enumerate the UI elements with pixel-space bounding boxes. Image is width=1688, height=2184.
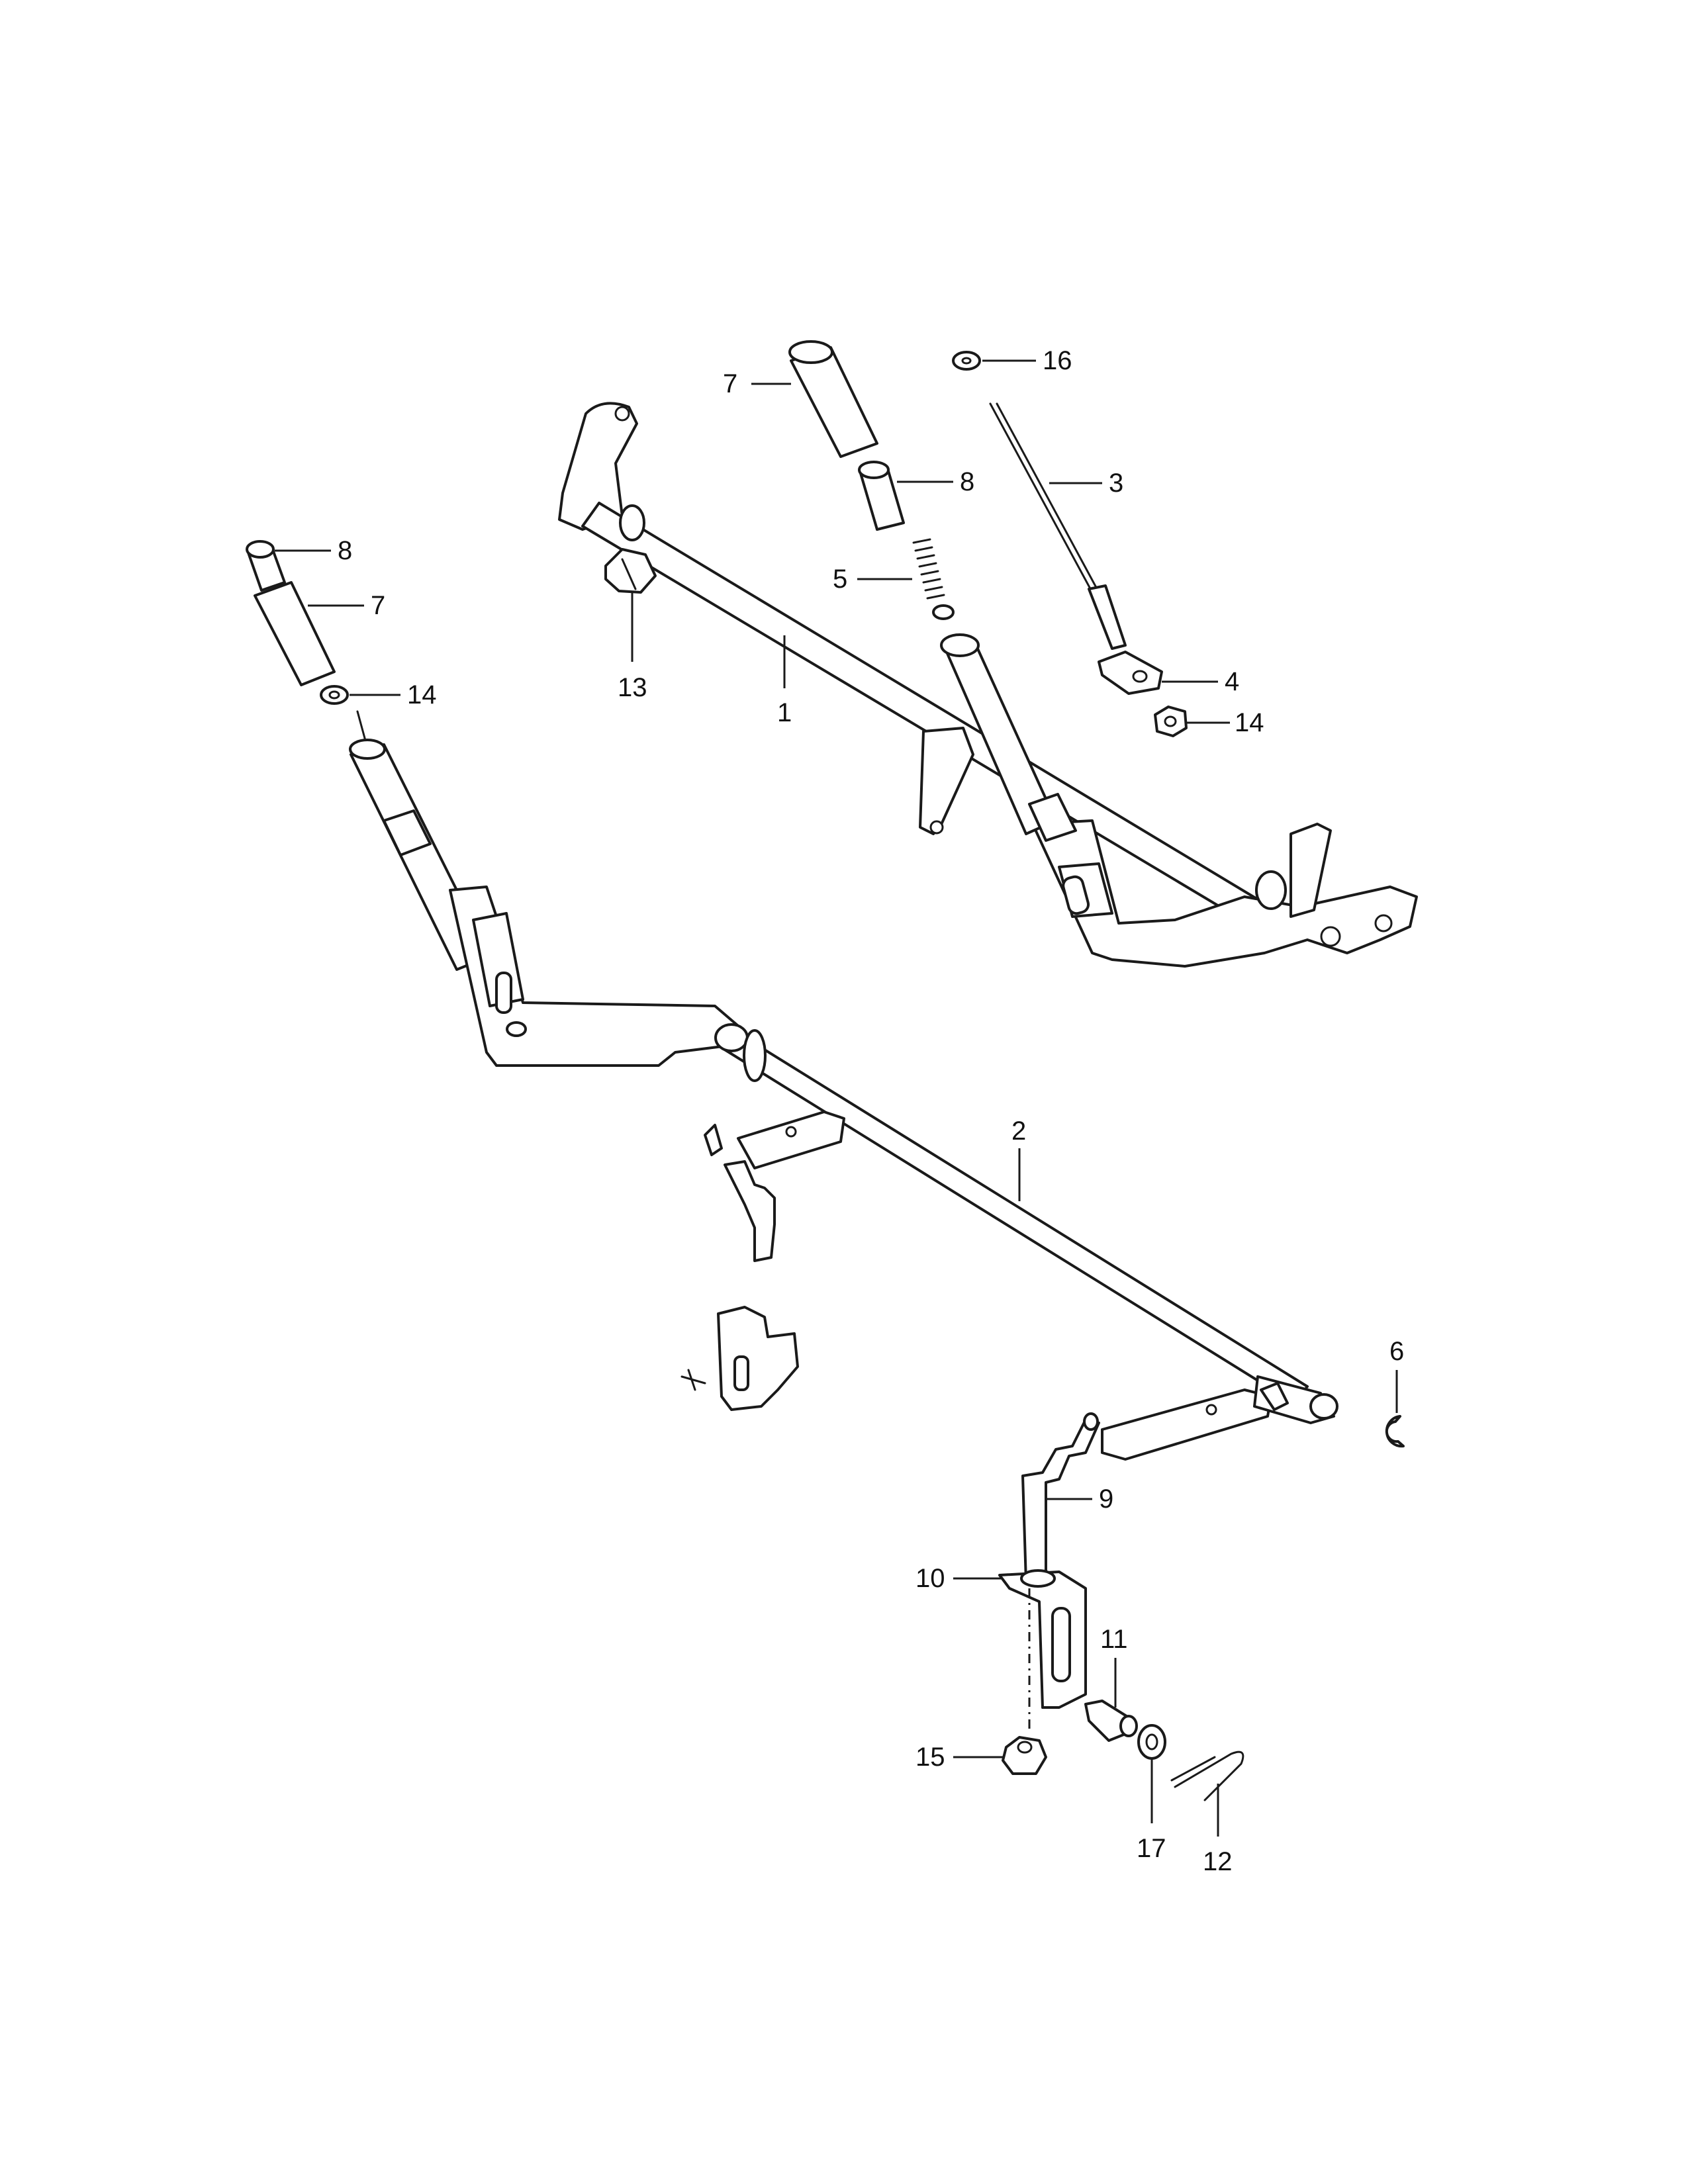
washer-14-left — [320, 685, 349, 705]
callout-label: 8 — [338, 536, 352, 565]
callout-10: 10 — [915, 1564, 1003, 1593]
callout-label: 7 — [371, 591, 385, 620]
e-clip-6 — [1385, 1415, 1405, 1448]
callout-label: 5 — [833, 565, 847, 594]
callout-label: 11 — [1100, 1625, 1128, 1654]
callout-3: 3 — [1049, 469, 1123, 498]
handle-grip-7-left — [254, 581, 336, 686]
callout-label: 7 — [723, 369, 737, 398]
callout-label: 8 — [960, 467, 974, 496]
ferrule-11 — [1084, 1700, 1138, 1742]
callout-label: 3 — [1109, 469, 1123, 498]
callout-17: 17 — [1137, 1759, 1166, 1863]
trunnion-4 — [1098, 651, 1163, 695]
handle-grip-7-top — [788, 340, 878, 458]
link-rod-9 — [1021, 1412, 1100, 1583]
bracket-10 — [998, 1569, 1087, 1709]
callout-label: 6 — [1389, 1337, 1404, 1366]
nut-15 — [1002, 1736, 1047, 1775]
callout-label: 14 — [407, 680, 437, 709]
callout-8-top: 8 — [897, 467, 974, 496]
knob-8-top — [858, 461, 905, 531]
bushing-13 — [604, 548, 657, 594]
washer-16 — [952, 351, 981, 371]
front-right-arm — [1101, 1375, 1338, 1461]
adjustment-rod-3 — [989, 402, 1127, 650]
callout-label: 2 — [1011, 1116, 1026, 1146]
knob-8-left — [246, 540, 286, 592]
callout-4: 4 — [1162, 667, 1239, 696]
callout-7-top: 7 — [723, 369, 791, 398]
callout-13: 13 — [618, 592, 647, 702]
front-lift-shaft-2 — [704, 1023, 1309, 1404]
callout-16: 16 — [982, 346, 1072, 375]
callout-label: 15 — [915, 1743, 945, 1772]
front-left-link — [680, 1160, 799, 1411]
callout-8-left: 8 — [275, 536, 352, 565]
spring-5 — [912, 538, 955, 620]
callout-label: 14 — [1235, 708, 1264, 737]
callout-5: 5 — [833, 565, 912, 594]
callout-14-left: 14 — [350, 680, 437, 709]
callout-6: 6 — [1389, 1337, 1404, 1413]
callout-label: 16 — [1043, 346, 1072, 375]
callout-label: 4 — [1225, 667, 1239, 696]
callout-7-left: 7 — [308, 591, 385, 620]
callout-2: 2 — [1011, 1116, 1026, 1201]
callout-label: 12 — [1203, 1847, 1233, 1876]
washer-17 — [1137, 1724, 1166, 1760]
callout-label: 17 — [1137, 1834, 1166, 1863]
callout-label: 9 — [1099, 1484, 1113, 1514]
callout-12: 12 — [1203, 1784, 1233, 1876]
callout-11: 11 — [1100, 1625, 1128, 1707]
hairpin-clip-12 — [1170, 1751, 1244, 1801]
nut-14-right — [1154, 705, 1188, 737]
left-lever-bracket — [449, 886, 739, 1067]
callout-label: 10 — [915, 1564, 945, 1593]
callout-9: 9 — [1046, 1484, 1113, 1514]
right-lever-tube — [940, 633, 1077, 842]
callout-1: 1 — [777, 635, 792, 727]
rear-lift-shaft — [558, 402, 1418, 968]
callout-15: 15 — [915, 1743, 1005, 1772]
callout-label: 1 — [777, 698, 792, 727]
callout-label: 13 — [618, 673, 647, 702]
callout-14-right: 14 — [1187, 708, 1264, 737]
